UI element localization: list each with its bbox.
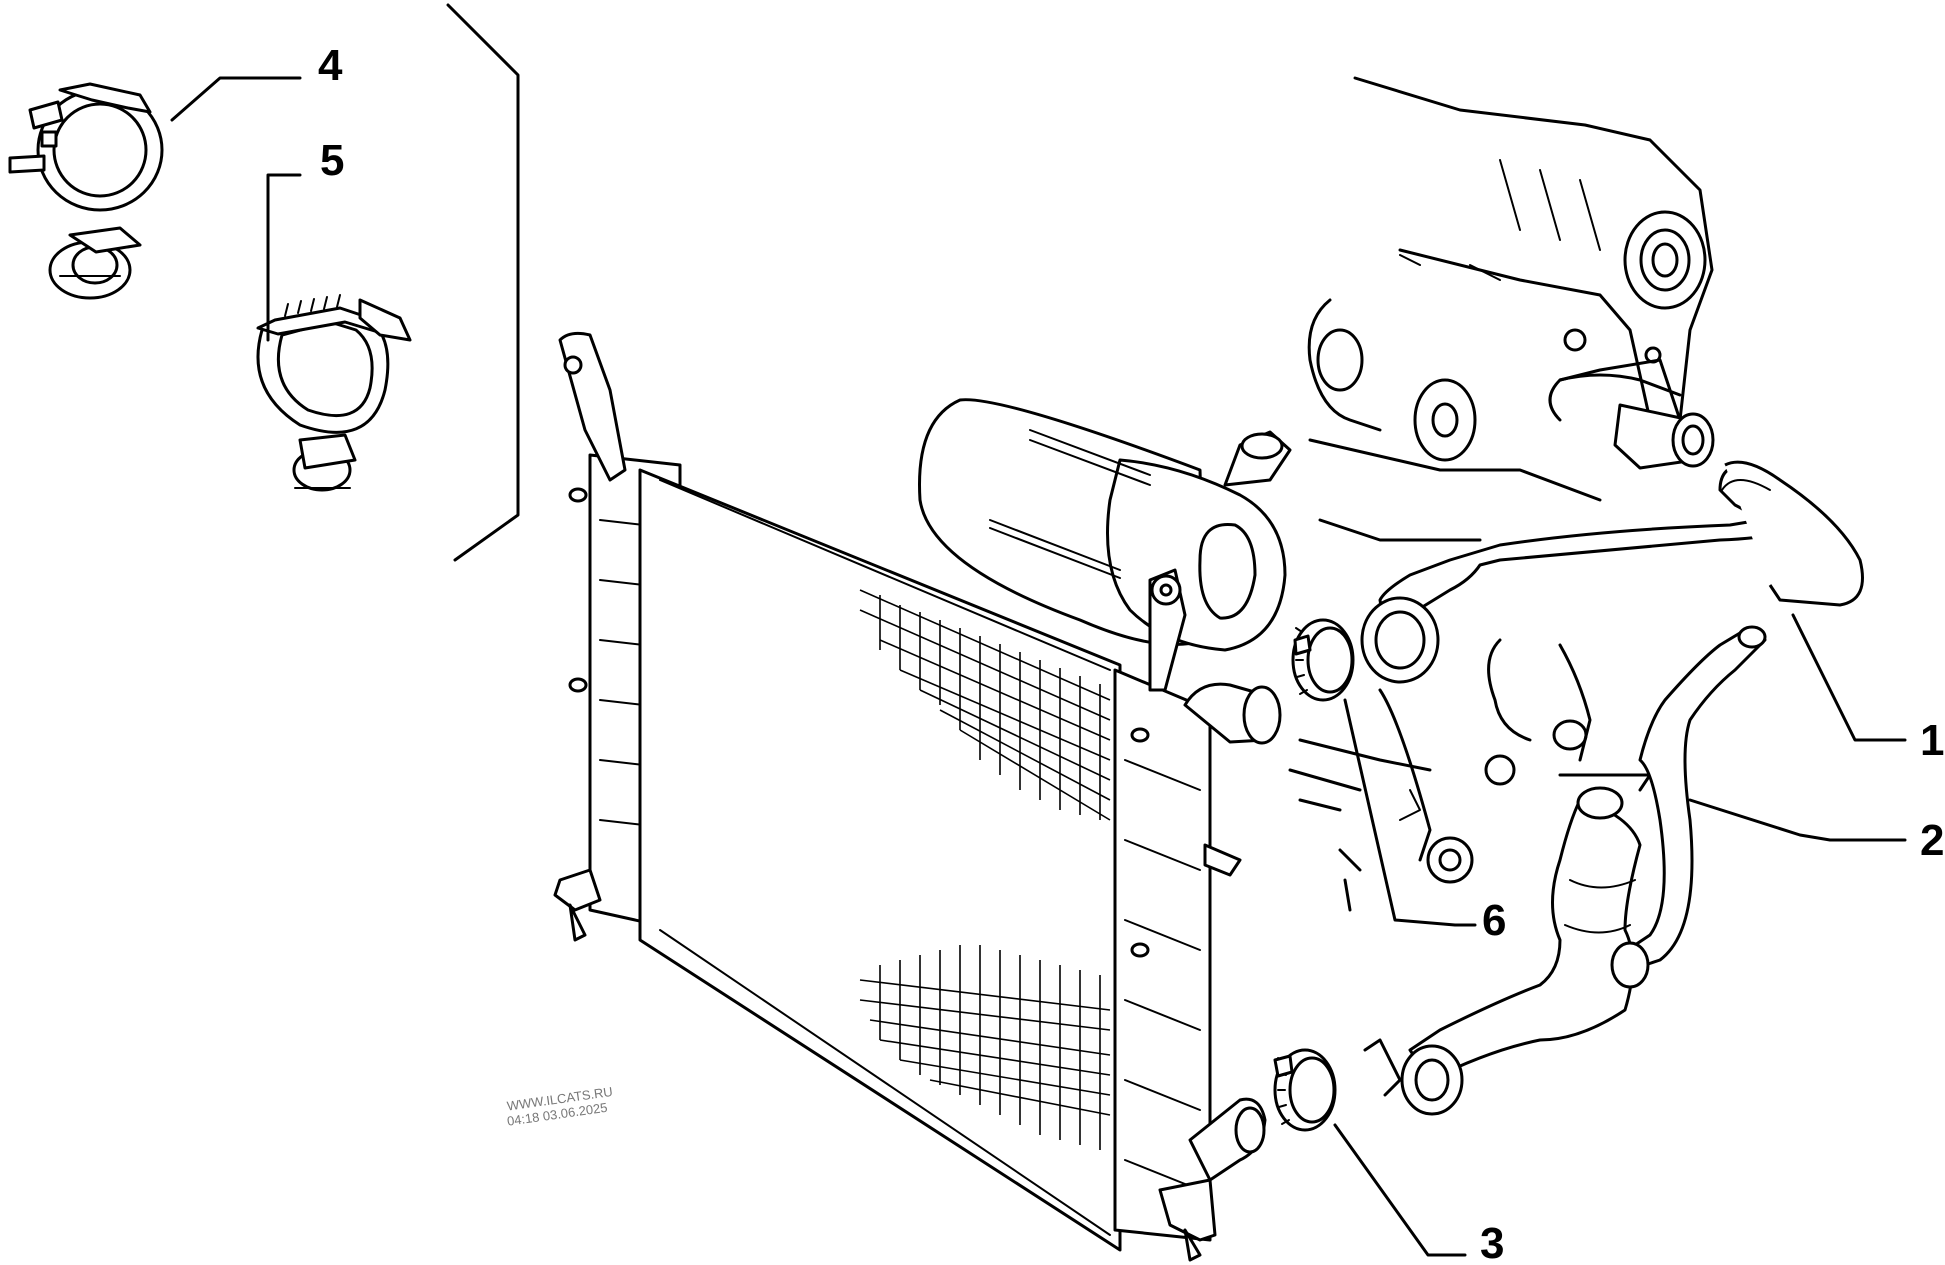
- leader-5: [266, 173, 302, 342]
- clamp-part-6: [1291, 618, 1355, 702]
- leader-4: [170, 76, 302, 122]
- clamp-clip-part-4: [8, 82, 164, 300]
- leader-1: [1791, 613, 1907, 742]
- radiator: [553, 331, 1282, 1262]
- expansion-tank: [918, 398, 1292, 692]
- watermark: WWW.ILCATS.RU 04:18 03.06.2025: [506, 1084, 614, 1129]
- group-bracket: [446, 3, 520, 562]
- radiator-mesh-upper: [859, 589, 1111, 821]
- callout-3: 3: [1480, 1219, 1504, 1265]
- lower-hose-part-2: [1363, 625, 1767, 1116]
- leader-2: [1688, 798, 1907, 842]
- callout-4: 4: [318, 41, 343, 90]
- callout-6: 6: [1482, 896, 1506, 945]
- clamp-part-3: [1273, 1048, 1337, 1132]
- upper-hose-part-1: [1360, 403, 1864, 684]
- leader-3: [1333, 1123, 1467, 1257]
- callout-1: 1: [1920, 716, 1944, 765]
- hose-clip-part-5: [256, 294, 412, 492]
- radiator-mesh-lower: [859, 945, 1111, 1150]
- leader-lines: [170, 76, 1907, 1257]
- callout-5: 5: [320, 136, 344, 185]
- leader-6: [1343, 698, 1477, 927]
- engine-block: [1288, 76, 1714, 912]
- callout-2: 2: [1920, 816, 1944, 865]
